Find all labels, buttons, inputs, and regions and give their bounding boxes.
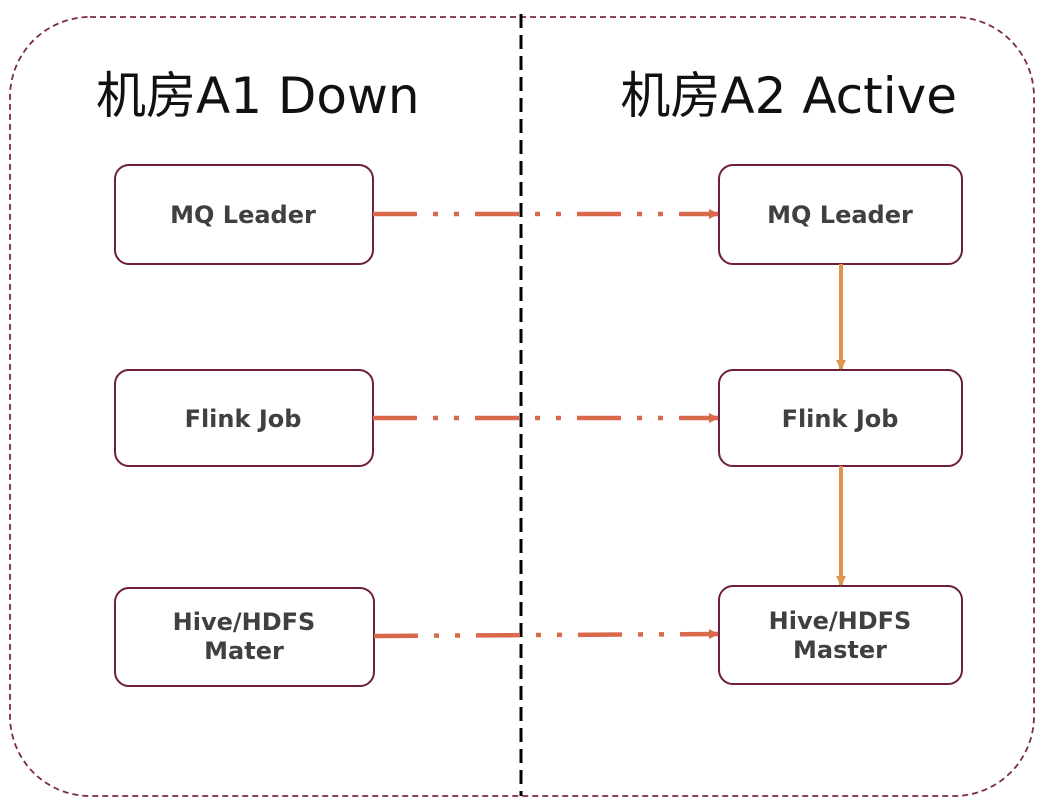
node-left-hive-hdfs-label-line2: Mater xyxy=(204,637,284,665)
region-title-right: 机房A2 Active xyxy=(620,67,957,125)
node-right-mq-leader-label: MQ Leader xyxy=(767,201,913,229)
node-left-hive-hdfs xyxy=(114,587,375,687)
node-right-flink-job-label: Flink Job xyxy=(782,405,899,433)
node-right-hive-hdfs-label-line2: Master xyxy=(793,636,887,664)
node-right-hive-hdfs-label-line1: Hive/HDFS xyxy=(769,607,912,635)
node-left-flink-job-label: Flink Job xyxy=(185,405,302,433)
failover-arrow-hive xyxy=(373,629,719,640)
node-left-hive-hdfs-label-line1: Hive/HDFS xyxy=(173,608,316,636)
node-left-mq-leader-label: MQ Leader xyxy=(170,201,316,229)
region-title-left: 机房A1 Down xyxy=(96,67,420,125)
node-right-hive-hdfs xyxy=(718,585,963,685)
